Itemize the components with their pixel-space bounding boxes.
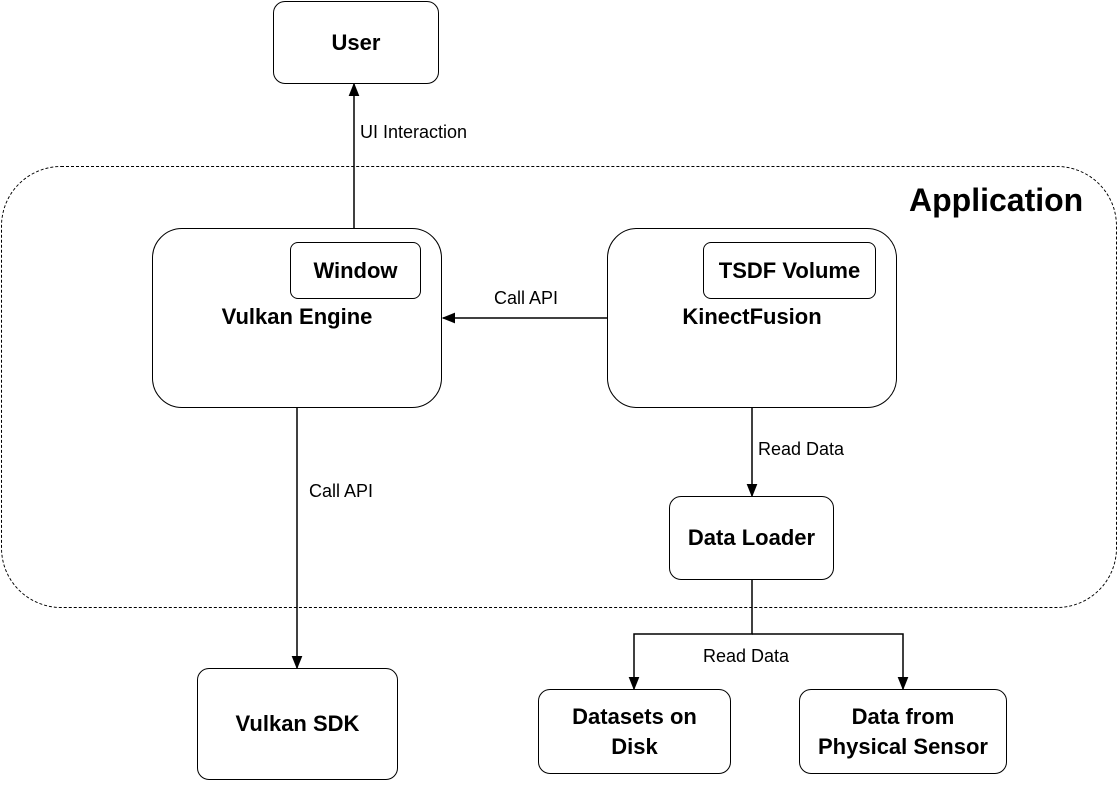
edge-label-call-api-sdk: Call API [309, 481, 374, 501]
tsdf-volume-node: TSDF Volume [703, 242, 876, 299]
application-group-title: Application [909, 182, 1084, 218]
datasets-on-disk-node: Datasets on Disk [538, 689, 731, 774]
edge-label-read-data-loader: Read Data [758, 439, 845, 459]
data-loader-node: Data Loader [669, 496, 834, 580]
application-group [1, 166, 1117, 608]
user-node: User [273, 1, 439, 84]
edge-label-ui-interaction: UI Interaction [360, 122, 468, 142]
kinectfusion-label: KinectFusion [682, 304, 822, 329]
edge-label-call-api-engine: Call API [494, 288, 559, 308]
edge-label-read-data-sources: Read Data [703, 646, 790, 666]
vulkan-sdk-node: Vulkan SDK [197, 668, 398, 780]
window-node: Window [290, 242, 421, 299]
physical-sensor-node: Data from Physical Sensor [799, 689, 1007, 774]
vulkan-engine-label: Vulkan Engine [221, 304, 373, 329]
edge-loader-sensor [752, 633, 909, 691]
edge-loader-datasets [628, 580, 753, 691]
